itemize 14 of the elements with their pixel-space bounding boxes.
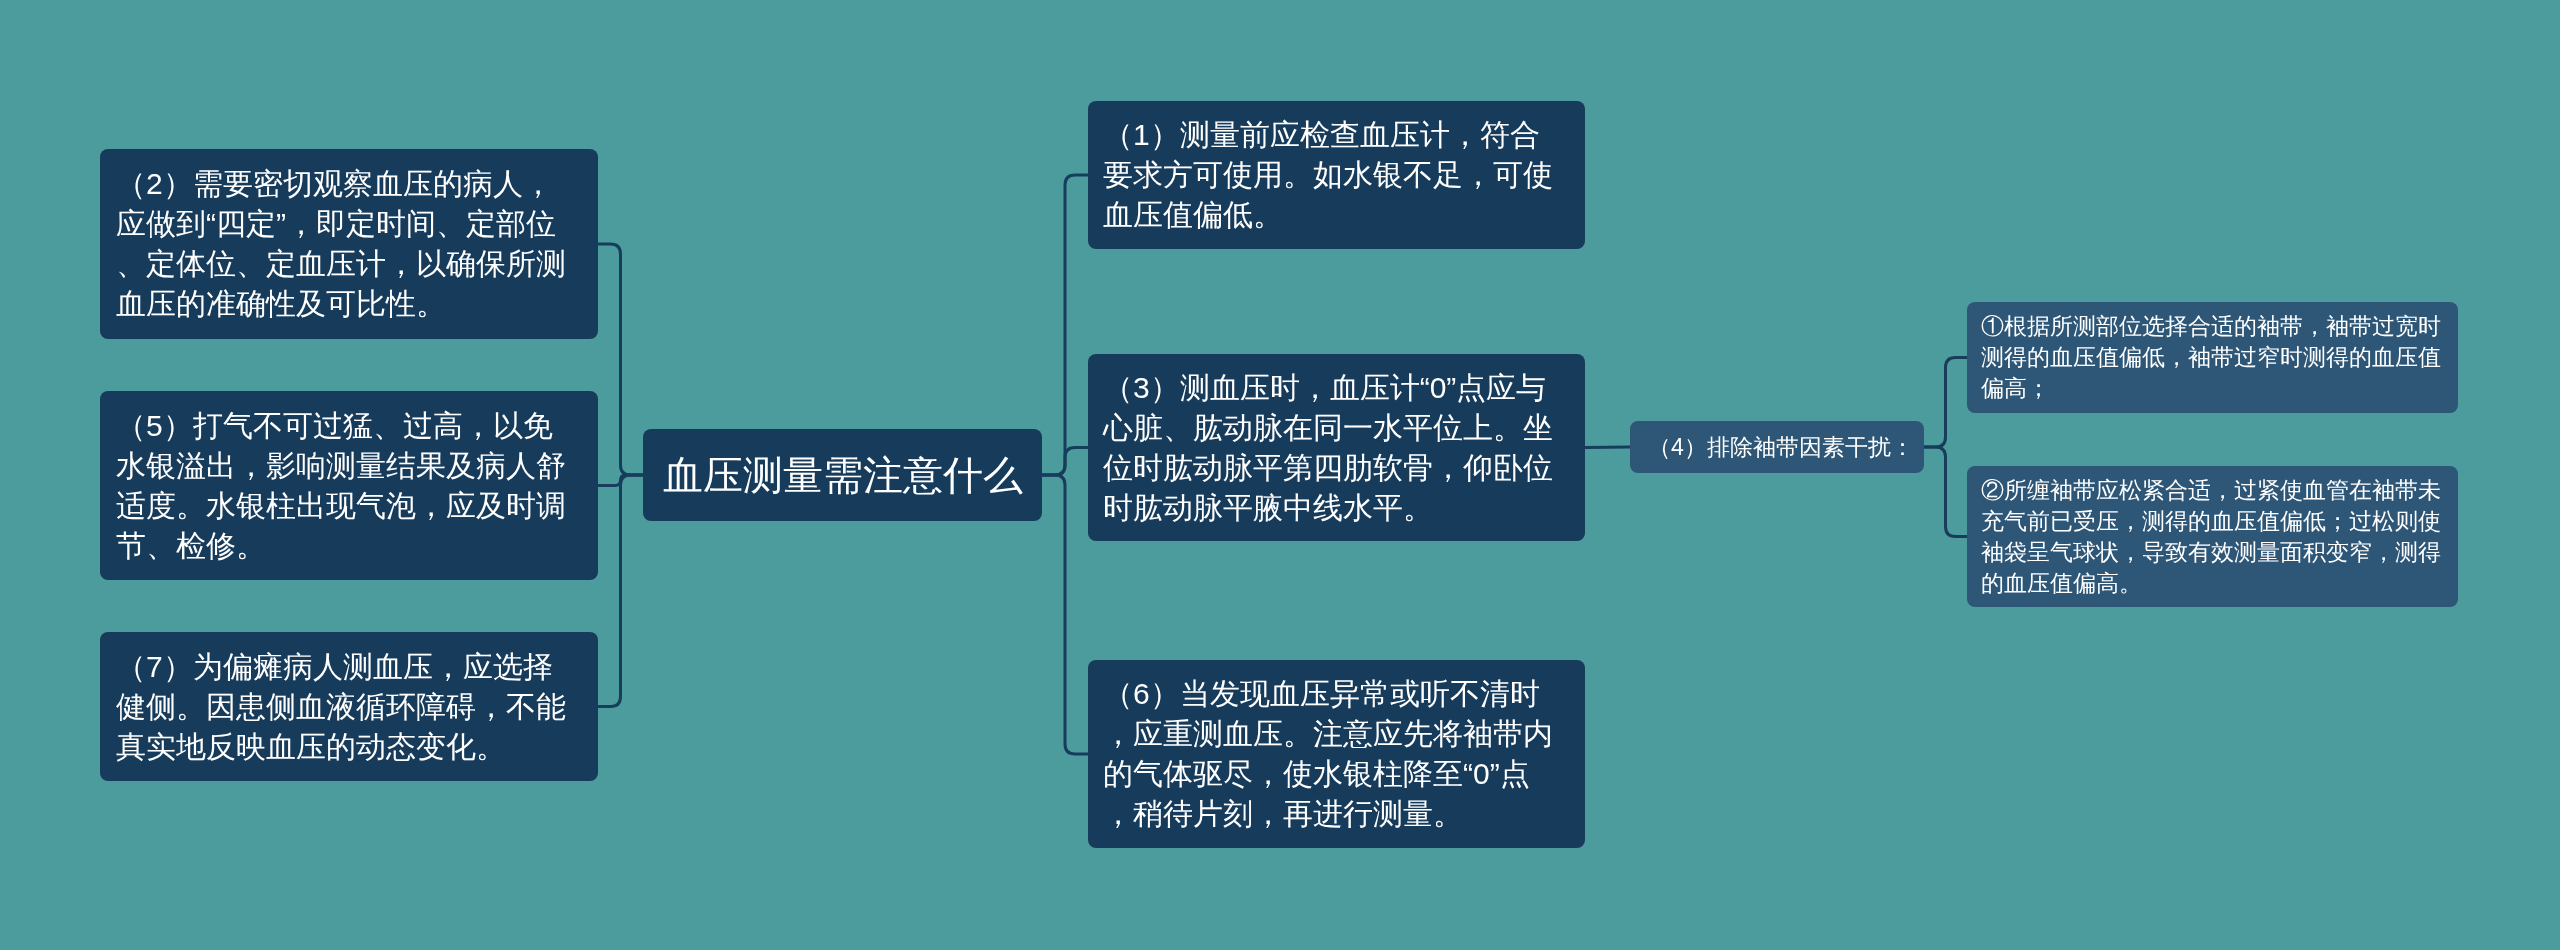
subtopic-box: （4）排除袖带因素干扰： bbox=[1630, 421, 1924, 473]
subtopic-box: ①根据所测部位选择合适的袖带，袖带过宽时测得的血压值偏低，袖带过窄时测得的血压值偏高； bbox=[1967, 302, 2458, 413]
connector-line bbox=[1924, 445, 1967, 538]
topic-box: （7）为偏瘫病人测血压，应选择健侧。因患侧血液循环障碍，不能真实地反映血压的动态变化。 bbox=[100, 632, 598, 781]
topic-box: （2）需要密切观察血压的病人，应做到“四定”，即定时间、定部位、定体位、定血压计，以确保所测血压的准确性及可比性。 bbox=[100, 149, 598, 339]
connector-line bbox=[1042, 473, 1088, 756]
connector-line bbox=[598, 473, 643, 708]
subtopic-box: ②所缠袖带应松紧合适，过紧使血管在袖带未充气前已受压，测得的血压值偏低；过松则使袖袋呈气球状，导致有效测量面积变窄，测得的血压值偏高。 bbox=[1967, 466, 2458, 607]
main-topic-box: 血压测量需注意什么 bbox=[643, 429, 1042, 521]
topic-box: （1）测量前应检查血压计，符合要求方可使用。如水银不足，可使血压值偏低。 bbox=[1088, 101, 1585, 249]
connector-line bbox=[1585, 445, 1630, 449]
topic-box: （6）当发现血压异常或听不清时，应重测血压。注意应先将袖带内的气体驱尽，使水银柱降至“0”点，稍待片刻，再进行测量。 bbox=[1088, 660, 1585, 848]
topic-box: （3）测血压时，血压计“0”点应与心脏、肱动脉在同一水平位上。坐位时肱动脉平第四肋软骨，仰卧位时肱动脉平腋中线水平。 bbox=[1088, 354, 1585, 541]
topic-box: （5）打气不可过猛、过高，以免水银溢出，影响测量结果及病人舒适度。水银柱出现气泡，应及时调节、检修。 bbox=[100, 391, 598, 580]
